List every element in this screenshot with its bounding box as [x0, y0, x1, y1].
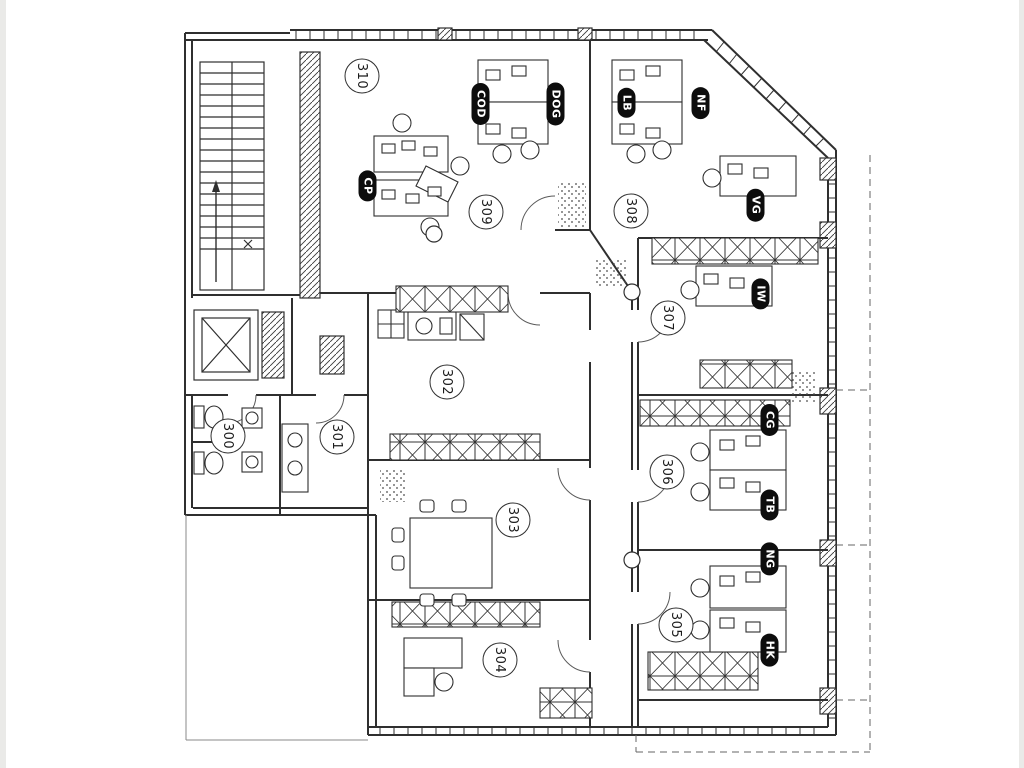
occupant-initials: IW — [751, 278, 770, 310]
room-number: 303 — [505, 506, 521, 534]
floor-stipple — [380, 182, 816, 502]
room-label-310: 310 — [344, 58, 380, 94]
occupant-label-vg: VG — [746, 188, 768, 222]
occupant-label-tb: TB — [760, 489, 782, 521]
occupant-label-lb: LB — [617, 87, 639, 119]
occupant-initials: COD — [471, 82, 490, 126]
meeting-table — [391, 499, 493, 607]
occupant-label-cp: CP — [358, 170, 380, 202]
occupant-label-cod: COD — [471, 82, 493, 126]
room-label-305: 305 — [658, 607, 694, 643]
occupant-initials: VG — [746, 188, 765, 222]
occupant-label-iw: IW — [751, 278, 773, 310]
workstation-cluster-cg-tb — [690, 429, 787, 511]
room-label-309: 309 — [468, 194, 504, 230]
occupant-initials: NG — [760, 542, 779, 576]
occupant-initials: NF — [691, 87, 710, 119]
room-number: 308 — [623, 197, 639, 225]
stairwell — [199, 61, 265, 291]
occupant-initials: HK — [760, 633, 779, 667]
occupant-label-hk: HK — [760, 633, 782, 667]
occupant-label-ng: NG — [760, 542, 782, 576]
room-label-301: 301 — [319, 419, 355, 455]
dashed-survey-lines — [635, 155, 871, 753]
occupant-initials: TB — [760, 489, 779, 521]
desk-304 — [403, 637, 463, 697]
kitchenette — [377, 309, 485, 341]
workstation-cluster-cod-dog — [477, 59, 549, 164]
room-label-300: 300 — [210, 418, 246, 454]
scan-edge-right — [1019, 0, 1024, 768]
scan-edge-left — [0, 0, 6, 768]
room-number: 304 — [492, 646, 508, 674]
room-number: 305 — [668, 611, 684, 639]
room-number: 310 — [354, 62, 370, 90]
workstation-cluster-cp — [373, 113, 470, 237]
occupant-label-cg: CG — [760, 403, 782, 437]
room-label-306: 306 — [649, 454, 685, 490]
occupant-initials: DOG — [546, 82, 565, 126]
occupant-initials: CG — [760, 403, 779, 437]
elevator — [193, 309, 259, 381]
room-label-308: 308 — [613, 193, 649, 229]
occupant-label-nf: NF — [691, 87, 713, 119]
room-label-307: 307 — [650, 300, 686, 336]
structural-hatched-walls — [261, 27, 837, 715]
room-label-303: 303 — [495, 502, 531, 538]
property-lines — [185, 515, 368, 741]
occupant-initials: CP — [358, 170, 377, 202]
room-number: 309 — [478, 198, 494, 226]
occupant-initials: LB — [617, 87, 636, 119]
workstation-iw — [680, 265, 773, 307]
occupant-label-dog: DOG — [546, 82, 568, 126]
room-number: 306 — [659, 458, 675, 486]
room-number: 301 — [329, 423, 345, 451]
room-label-302: 302 — [429, 364, 465, 400]
room-number: 302 — [439, 368, 455, 396]
room-number: 300 — [220, 422, 236, 450]
columns — [425, 225, 641, 569]
room-label-304: 304 — [482, 642, 518, 678]
window-ticks — [295, 30, 836, 735]
room-number: 307 — [660, 304, 676, 332]
restroom-fixtures — [193, 405, 309, 493]
